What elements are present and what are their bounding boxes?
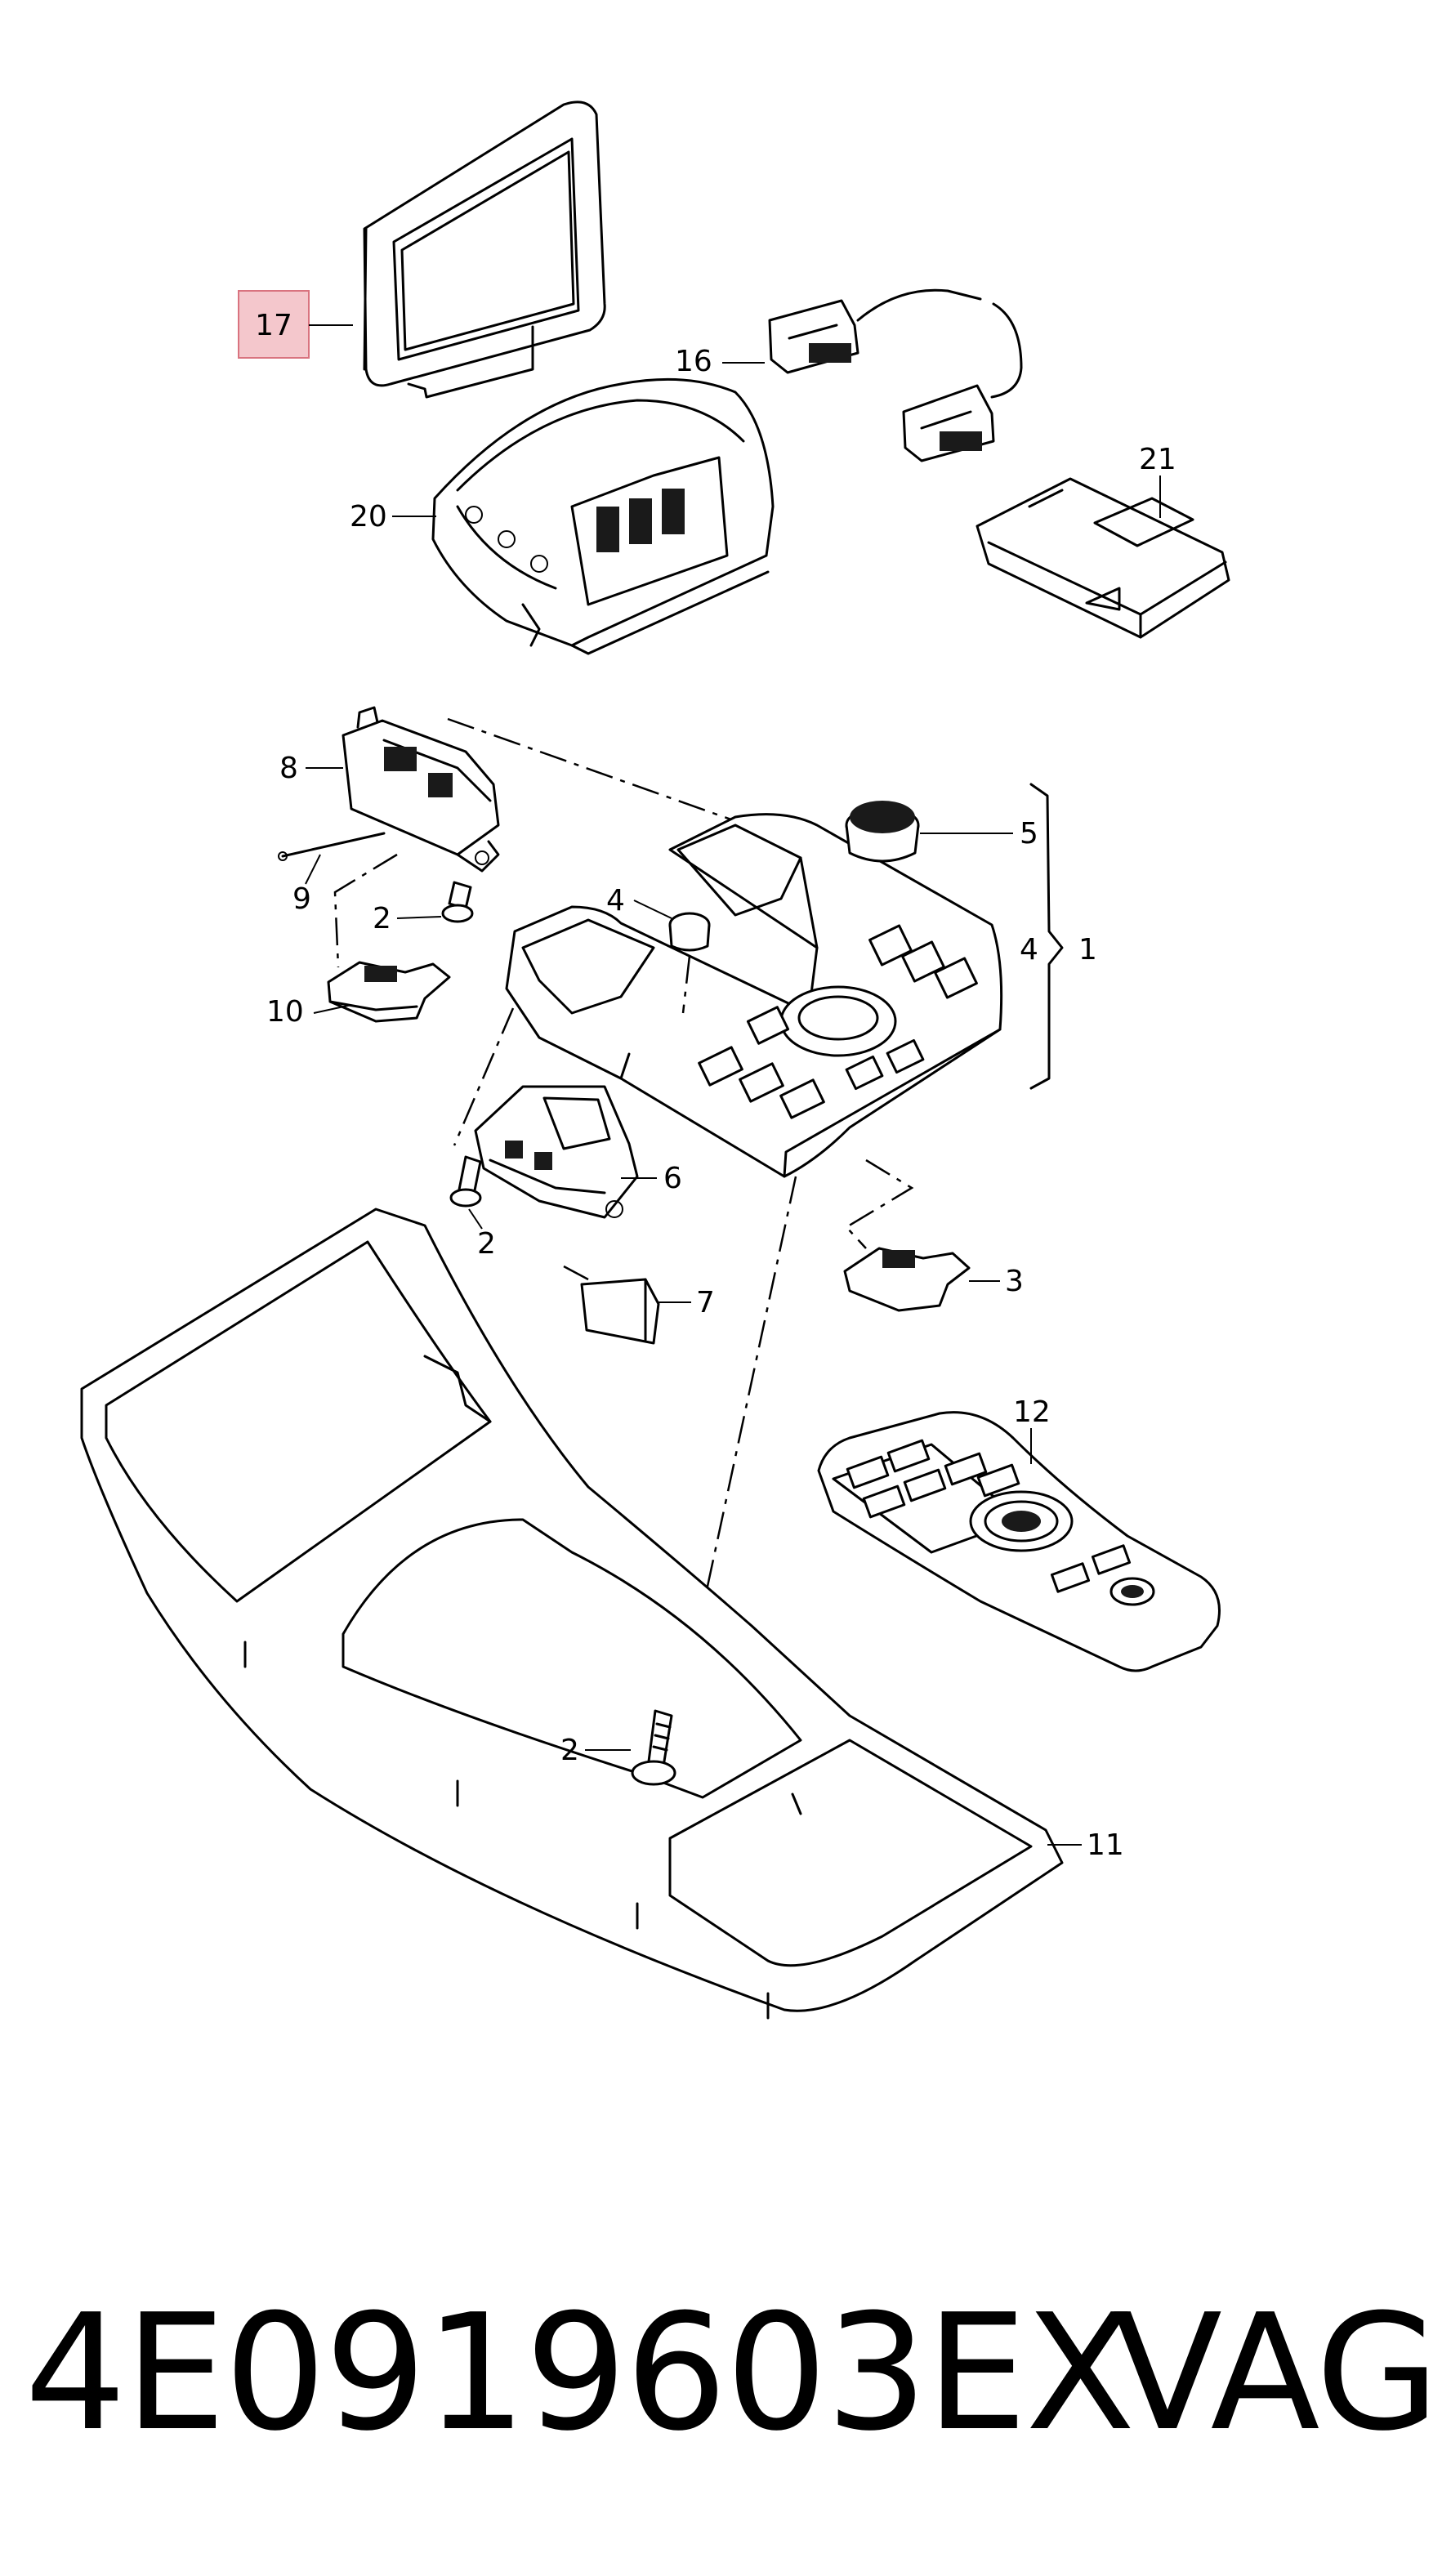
callout-7: 7 xyxy=(696,1286,715,1319)
callout-2c: 2 xyxy=(560,1734,579,1767)
callout-16: 16 xyxy=(675,345,712,378)
callout-4a: 4 xyxy=(606,884,625,917)
part-2-screw-a xyxy=(441,881,474,923)
part-12-remote xyxy=(817,1411,1221,1672)
part-8-switch xyxy=(342,706,500,873)
part-21-module xyxy=(976,477,1230,639)
part-10-clip xyxy=(327,961,451,1023)
part-17-display xyxy=(363,100,606,399)
part-1-console-panel xyxy=(505,813,1003,1178)
callout-8: 8 xyxy=(279,752,298,785)
part-2-screw-c xyxy=(631,1709,676,1786)
part-9-pin xyxy=(278,832,386,861)
part-16-cable xyxy=(768,288,1023,462)
parts-diagram: 17 16 20 21 xyxy=(80,100,1230,2020)
callout-5: 5 xyxy=(1020,817,1038,850)
callout-2b: 2 xyxy=(477,1227,496,1261)
callout-9: 9 xyxy=(292,882,311,916)
callout-11: 11 xyxy=(1087,1828,1124,1862)
callout-17: 17 xyxy=(255,309,292,342)
part-20-bracket xyxy=(431,377,775,655)
callout-20: 20 xyxy=(350,500,387,534)
callout-12: 12 xyxy=(1013,1395,1051,1429)
callout-2a: 2 xyxy=(373,902,391,935)
part-11-trim-frame xyxy=(80,1208,1064,2020)
part-number: 4E0919603EX xyxy=(25,2280,1136,2467)
callout-1: 1 xyxy=(1078,933,1097,967)
callout-17-box[interactable]: 17 xyxy=(238,290,310,359)
part-2-screw-b xyxy=(449,1155,482,1208)
part-5-knob xyxy=(845,801,920,863)
part-4-cap xyxy=(668,912,711,952)
part-6-switch xyxy=(474,1085,639,1219)
callout-6: 6 xyxy=(663,1162,682,1195)
part-3-clip xyxy=(843,1247,971,1312)
callout-10: 10 xyxy=(266,995,304,1029)
callout-3: 3 xyxy=(1005,1265,1024,1298)
callout-21: 21 xyxy=(1139,443,1176,476)
brand-name: VAG xyxy=(1113,2280,1440,2467)
part-info-footer: 4E0919603EX VAG xyxy=(25,2279,1440,2467)
part-7-cover xyxy=(580,1278,660,1345)
callout-4b: 4 xyxy=(1020,933,1038,967)
